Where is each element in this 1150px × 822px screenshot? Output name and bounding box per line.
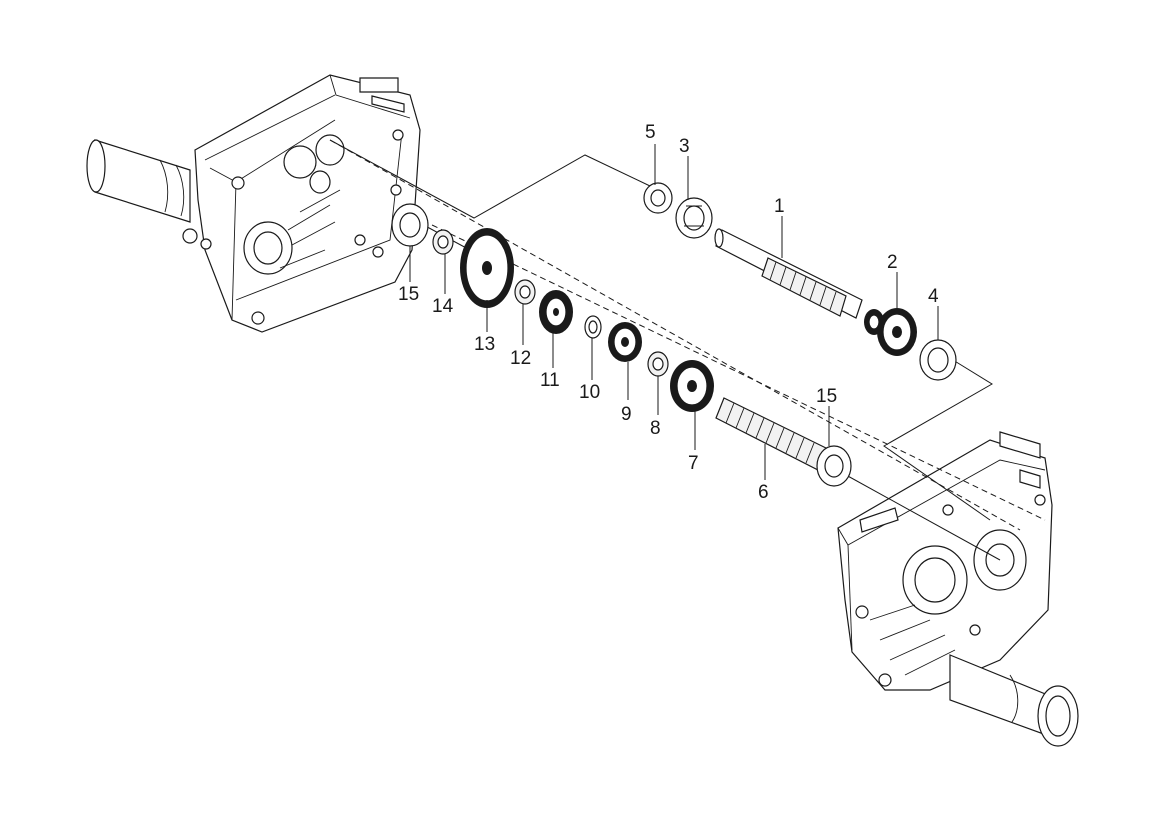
label-part-14: 14	[432, 296, 454, 317]
upper-shaft-axis-line	[329, 139, 651, 219]
shaft-6	[715, 397, 827, 471]
shaft-1	[714, 228, 863, 319]
label-part-9: 9	[621, 404, 632, 425]
leader-lines	[409, 144, 939, 480]
label-part-4: 4	[928, 286, 939, 307]
gear-7	[670, 360, 714, 412]
label-part-1: 1	[774, 196, 785, 217]
label-part-7: 7	[688, 453, 699, 474]
label-part-11: 11	[540, 370, 560, 391]
label-part-2: 2	[887, 252, 898, 273]
washer-10	[584, 315, 602, 339]
spacer-8	[647, 351, 669, 377]
seal-5	[643, 182, 673, 214]
label-part-15-left: 15	[398, 284, 419, 305]
dashed-assembly-line-top	[404, 211, 1046, 521]
spacer-14	[432, 229, 454, 255]
gear-2	[864, 308, 917, 356]
label-part-5: 5	[645, 122, 656, 143]
label-part-8: 8	[650, 418, 661, 439]
gear-9	[608, 322, 642, 362]
label-part-6: 6	[758, 482, 769, 503]
left-housing	[86, 74, 421, 333]
spacer-12	[514, 279, 536, 305]
label-part-10: 10	[579, 382, 600, 403]
bearing-15-left	[391, 203, 429, 247]
label-part-3: 3	[679, 136, 690, 157]
label-part-13: 13	[474, 334, 495, 355]
label-part-15-right: 15	[816, 386, 837, 407]
label-part-12: 12	[510, 348, 531, 369]
bearing-15-right	[816, 445, 852, 487]
right-housing	[837, 431, 1079, 747]
right-axis-line	[883, 359, 993, 521]
bearing-4	[919, 339, 957, 381]
dashed-assembly-line-bottom	[329, 139, 1021, 531]
pinion-11	[539, 290, 573, 334]
bearing-3	[675, 197, 713, 239]
gear-13	[460, 228, 514, 308]
